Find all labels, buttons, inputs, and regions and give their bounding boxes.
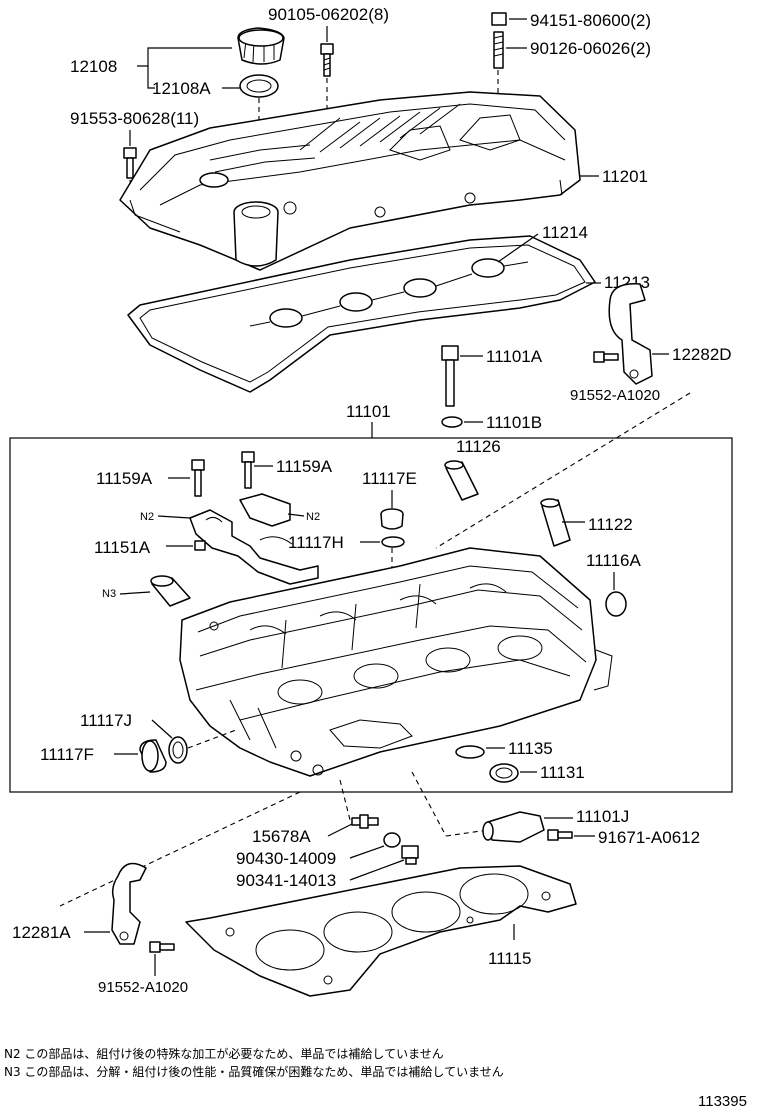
bolt-90105 — [320, 43, 334, 77]
label-90430: 90430-14009 — [236, 849, 336, 868]
engine-hanger-12281A — [111, 862, 147, 945]
label-11101J: 11101J — [576, 807, 629, 826]
label-91552-lower: 91552-A1020 — [98, 979, 188, 996]
gasket-11117H — [381, 536, 405, 548]
label-11159A-right: 11159A — [276, 457, 333, 476]
guide-11122 — [540, 498, 571, 547]
nut-94151 — [491, 12, 507, 26]
label-11117F: 11117F — [40, 745, 94, 764]
figure-number: 113395 — [698, 1093, 747, 1110]
label-11116A: 11116A — [586, 551, 641, 570]
gasket-90430 — [383, 832, 401, 848]
label-11117H: 11117H — [288, 533, 344, 552]
label-11151A: 11151A — [94, 538, 151, 557]
label-91671: 91671-A0612 — [598, 828, 700, 847]
label-11101A: 11101A — [486, 347, 543, 366]
label-11159A-left: 11159A — [96, 469, 153, 488]
stud-15678A — [351, 814, 379, 829]
label-11214: 11214 — [542, 223, 588, 242]
pin-11151A — [194, 540, 206, 551]
bolt-91552-lower — [149, 941, 175, 953]
oil-filler-gasket — [239, 74, 279, 98]
cylinder-head — [179, 547, 613, 777]
label-15678A: 15678A — [252, 827, 311, 846]
plug-11116A — [605, 591, 627, 617]
label-11101: 11101 — [346, 402, 391, 421]
label-11131: 11131 — [540, 763, 585, 782]
valve-lifter-n3 — [150, 575, 191, 607]
cylinder-head-sub-assy-frame — [9, 437, 733, 793]
guide-11126 — [444, 460, 479, 501]
washer-11101B — [441, 416, 463, 428]
note-mark-n2-right: N2 — [306, 511, 320, 523]
label-11135: 11135 — [508, 739, 553, 758]
label-94151: 94151-80600(2) — [530, 11, 651, 30]
plug-90341 — [401, 845, 419, 865]
label-11117E: 11117E — [362, 469, 417, 488]
bolt-11159A-right — [241, 451, 255, 489]
label-11101B: 11101B — [486, 413, 542, 432]
note-n2: N2 この部品は、組付け後の特殊な加工が必要なため、単品では補給していません — [4, 1046, 444, 1061]
note-mark-n3: N3 — [102, 588, 116, 600]
plug-11117E — [380, 508, 404, 530]
label-11201: 11201 — [602, 167, 648, 186]
bolt-91553 — [123, 147, 137, 179]
cover-gasket — [127, 235, 596, 393]
note-n3: N3 この部品は、分解・組付け後の性能・品質確保が困難なため、単品では補給してい… — [4, 1064, 504, 1079]
label-91553: 91553-80628(11) — [70, 109, 199, 128]
bolt-11159A-left — [191, 459, 205, 497]
label-12281A: 12281A — [12, 923, 71, 942]
plug-tube-gaskets — [249, 258, 529, 328]
head-gasket-11115 — [185, 865, 577, 997]
bolt-91671 — [547, 829, 573, 841]
cylinder-head-cover — [119, 91, 581, 271]
label-12108: 12108 — [70, 57, 117, 76]
gasket-11135 — [455, 745, 485, 759]
oil-filler-cap — [237, 27, 285, 65]
label-90341: 90341-14013 — [236, 871, 336, 890]
label-11115: 11115 — [488, 949, 532, 968]
label-12108A: 12108A — [152, 79, 211, 98]
engine-hanger-12282D — [608, 283, 653, 385]
gasket-11117J — [168, 736, 188, 764]
seal-11131 — [489, 763, 519, 783]
bolt-91552-upper — [593, 351, 619, 363]
stud-90126 — [493, 31, 504, 69]
label-91552-upper: 91552-A1020 — [570, 387, 660, 404]
label-90105: 90105-06202(8) — [268, 5, 389, 24]
camshaft-bearing-caps — [189, 493, 319, 585]
plug-11117F — [139, 739, 167, 773]
oil-control-valve-11101J — [482, 811, 545, 843]
label-11126: 11126 — [456, 437, 501, 456]
label-11122: 11122 — [588, 515, 633, 534]
note-mark-n2-left: N2 — [140, 511, 154, 523]
label-90126: 90126-06026(2) — [530, 39, 651, 58]
label-12282D: 12282D — [672, 345, 732, 364]
head-bolt-11101A — [441, 345, 459, 407]
label-11117J: 11117J — [80, 711, 132, 730]
